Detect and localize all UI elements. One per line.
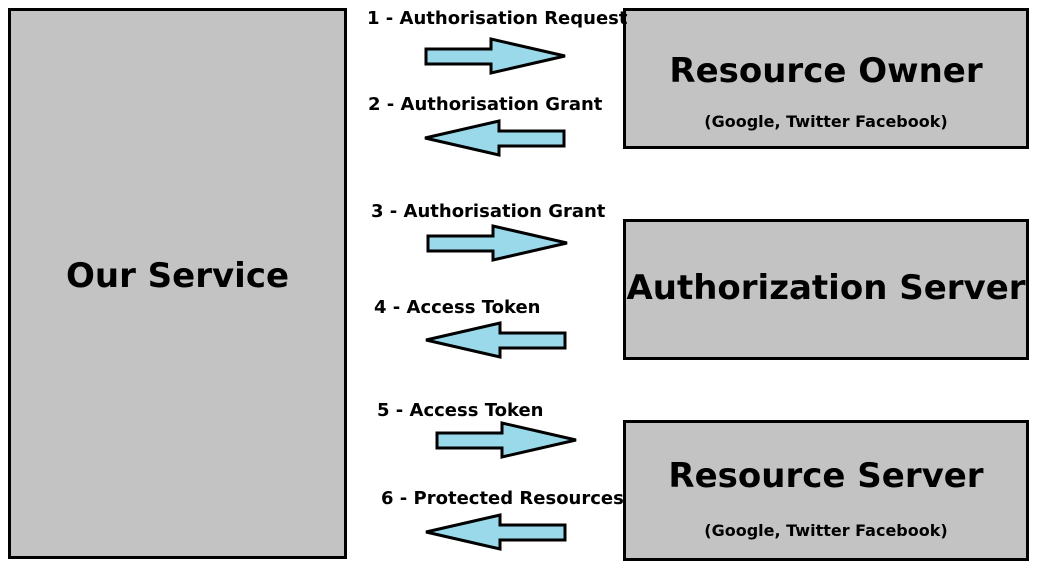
- step-2-arrow-left-icon: [417, 119, 569, 157]
- resource-server-subtitle: (Google, Twitter Facebook): [704, 521, 948, 540]
- step-1-arrow-right-icon: [421, 37, 573, 75]
- step-4-label: 4 - Access Token: [374, 297, 541, 318]
- step-2-label: 2 - Authorisation Grant: [368, 94, 603, 115]
- resource-owner-box: Resource Owner (Google, Twitter Facebook…: [623, 8, 1029, 149]
- authorization-server-box: Authorization Server: [623, 219, 1029, 360]
- step-5-arrow-right-icon: [432, 421, 584, 459]
- resource-owner-title: Resource Owner: [669, 51, 983, 91]
- step-3-label: 3 - Authorisation Grant: [371, 201, 606, 222]
- resource-server-box: Resource Server (Google, Twitter Faceboo…: [623, 420, 1029, 561]
- our-service-box: Our Service: [8, 8, 347, 559]
- step-1-label: 1 - Authorisation Request: [367, 8, 628, 29]
- step-3-arrow-right-icon: [423, 224, 575, 262]
- resource-server-title: Resource Server: [668, 456, 984, 496]
- step-4-arrow-left-icon: [418, 321, 570, 359]
- step-6-label: 6 - Protected Resources: [381, 488, 624, 509]
- resource-owner-subtitle: (Google, Twitter Facebook): [704, 112, 948, 131]
- step-6-arrow-left-icon: [418, 513, 570, 551]
- our-service-title: Our Service: [65, 256, 290, 296]
- step-5-label: 5 - Access Token: [377, 400, 544, 421]
- authorization-server-title: Authorization Server: [626, 268, 1026, 308]
